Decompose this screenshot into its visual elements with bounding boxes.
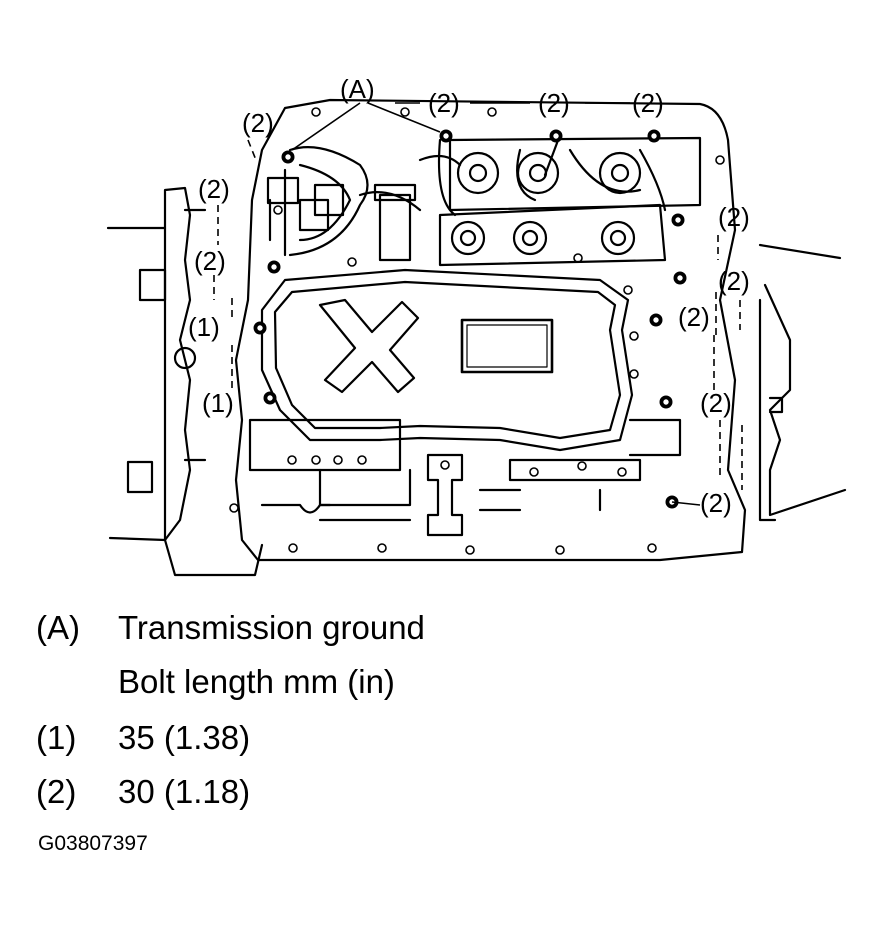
callout-2: (2) bbox=[538, 88, 570, 118]
callout-2: (2) bbox=[428, 88, 460, 118]
solenoids bbox=[373, 136, 702, 267]
legend-key: (A) bbox=[36, 609, 80, 646]
legend-header: Bolt length mm (in) bbox=[118, 663, 395, 700]
legend-text: 30 (1.18) bbox=[118, 773, 251, 810]
legend-key: (2) bbox=[36, 773, 77, 810]
left-housing bbox=[106, 186, 192, 542]
callout-1: (1) bbox=[188, 312, 220, 342]
wire-harness bbox=[288, 146, 667, 257]
callout-2: (2) bbox=[632, 88, 664, 118]
right-housing bbox=[758, 243, 847, 517]
callout-2: (2) bbox=[678, 302, 710, 332]
valve-body-plate bbox=[234, 98, 747, 562]
legend: (A) Transmission ground Bolt length mm (… bbox=[0, 600, 884, 930]
callout-A: (A) bbox=[340, 74, 375, 104]
callout-2: (2) bbox=[718, 202, 750, 232]
figure-id: G03807397 bbox=[38, 832, 148, 855]
callout-2: (2) bbox=[198, 174, 230, 204]
legend-key: (1) bbox=[36, 719, 77, 756]
valve-body-diagram: (A) (2) (2) (2) (2) (2) (2) (1) (1) (2) … bbox=[106, 74, 847, 577]
callout-1: (1) bbox=[202, 388, 234, 418]
legend-text: 35 (1.38) bbox=[118, 719, 251, 756]
legend-text: Transmission ground bbox=[118, 609, 425, 646]
strainer-outline bbox=[260, 268, 634, 452]
callout-2: (2) bbox=[700, 388, 732, 418]
callout-2: (2) bbox=[718, 266, 750, 296]
bolts bbox=[253, 129, 687, 509]
callout-2: (2) bbox=[700, 488, 732, 518]
callout-2: (2) bbox=[242, 108, 274, 138]
callout-2: (2) bbox=[194, 246, 226, 276]
